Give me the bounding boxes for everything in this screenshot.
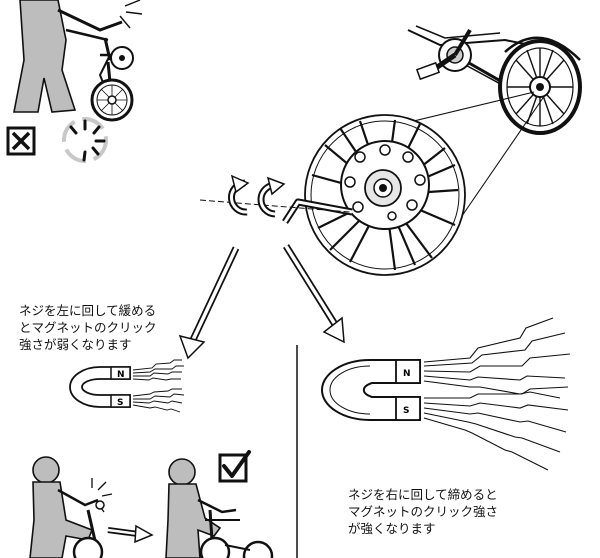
magnet-weak-south-label: S: [117, 398, 123, 408]
rotation-arrows-icon: [227, 174, 286, 218]
weak-click-wheel-icon: [62, 117, 108, 163]
tighten-caption: ネジを右に回して締めると マグネットのクリック強さ が強くなります: [348, 487, 499, 536]
arrow-to-loosen: [178, 246, 240, 360]
person-folding-bike-top-illustration: [13, 0, 143, 122]
loosen-caption: ネジを左に回して緩める とマグネットのクリック 強さが弱くなります: [19, 303, 157, 352]
check-box-icon: [218, 450, 251, 483]
magnet-strong-illustration: [321, 317, 571, 471]
magnet-strong-south-label: S: [403, 406, 409, 416]
magnet-weak-illustration: [69, 359, 185, 413]
person-folding-bike-bottom-illustration: [29, 456, 274, 558]
hub-detail-closeup: [199, 114, 466, 276]
arrow-to-tighten: [283, 244, 345, 344]
cross-box-icon: [6, 126, 36, 156]
magnet-weak-north-label: N: [117, 370, 125, 380]
magnet-strong-north-label: N: [403, 369, 411, 379]
bike-rear-assembly-illustration: [407, 25, 582, 135]
